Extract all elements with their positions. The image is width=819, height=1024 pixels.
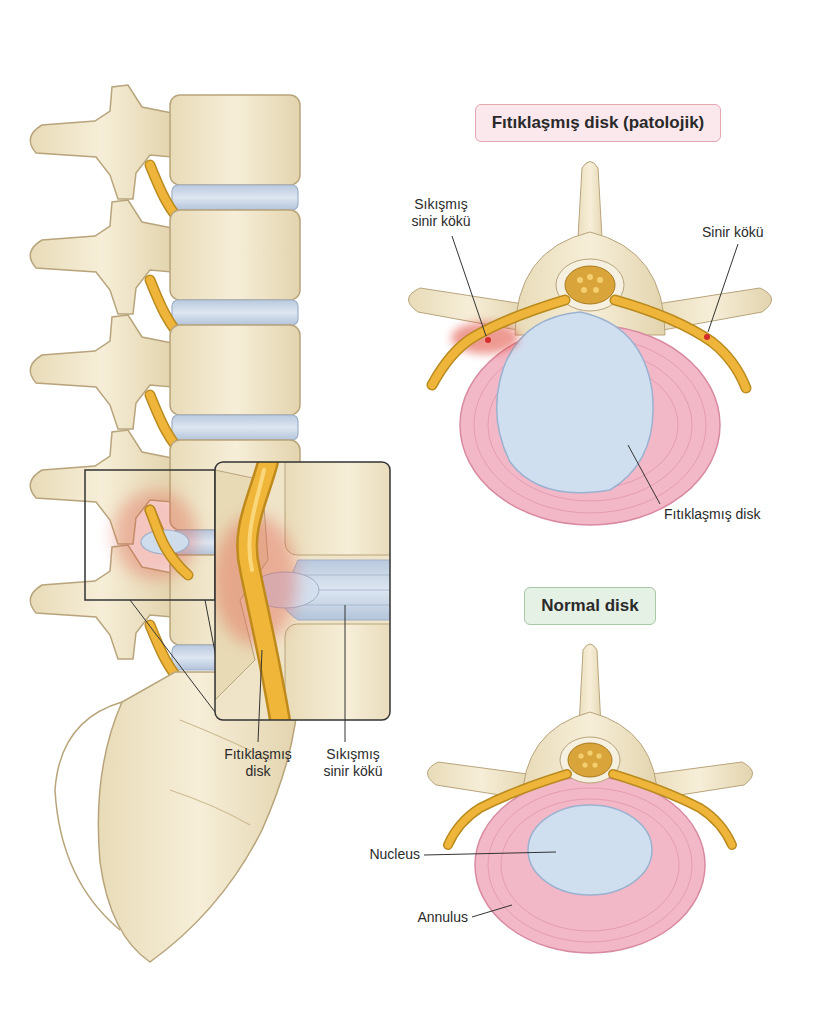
illustration-part: [596, 753, 601, 758]
illustration-part: [485, 337, 491, 343]
illustration-part: [592, 762, 597, 767]
illustration-part: [285, 462, 390, 555]
banner-title: Normal disk: [541, 596, 638, 616]
illustration-part: [247, 462, 280, 720]
illustration-part: [432, 300, 565, 385]
illustration-part: [593, 287, 599, 293]
illustration-part: [528, 805, 652, 895]
illustration-part: [704, 334, 710, 340]
illustration-part: [628, 445, 660, 504]
illustration-part: [568, 743, 612, 777]
axial-normal: [424, 644, 753, 953]
part-label: Annulus: [388, 909, 468, 926]
illustration-part: [85, 470, 215, 600]
part-label: Sinir kökü: [702, 224, 763, 241]
illustration-part: [472, 905, 512, 917]
illustration-part: [215, 462, 390, 720]
spine-lateral: [30, 85, 300, 962]
illustration-part: [30, 315, 300, 460]
illustration-part: [565, 266, 615, 304]
illustration-part: [448, 774, 567, 845]
illustration-part: [587, 274, 593, 280]
illustration-part: [613, 774, 732, 845]
illustration-part: [577, 274, 603, 293]
part-label: Fıtıklaşmış disk: [214, 746, 302, 780]
part-label: Sıkışmış sinir kökü: [402, 196, 480, 230]
illustration-part: [113, 490, 197, 580]
illustration-part: [30, 85, 300, 230]
illustration-part: [150, 510, 188, 575]
illustration-part: [345, 605, 346, 742]
illustration-part: [582, 762, 587, 767]
illustration-part: [432, 300, 565, 385]
illustration-part: [30, 200, 300, 345]
illustration-part: [247, 462, 280, 720]
illustration-part: [708, 244, 738, 332]
illustration-part: [150, 510, 188, 575]
illustration-part: [577, 277, 583, 283]
illustration-part: [578, 753, 583, 758]
inset-zoom: [213, 440, 410, 742]
illustration-part: [578, 750, 601, 767]
part-label: Sıkışmış sinir kökü: [312, 746, 394, 780]
part-label: Fıtıklaşmış disk: [664, 506, 760, 523]
illustration-part: [497, 312, 653, 493]
illustration-part: [488, 788, 692, 942]
illustration-part: [613, 774, 732, 845]
part-label: Nucleus: [340, 846, 420, 863]
illustration-part: [249, 470, 264, 570]
illustration-part: [258, 650, 262, 742]
illustration-part: [615, 300, 746, 388]
illustration-part: [452, 236, 486, 336]
illustration-part: [448, 774, 567, 845]
illustration-part: [587, 750, 592, 755]
illustration-part: [55, 702, 122, 930]
banner-box: Normal disk: [524, 587, 655, 625]
banner-title: Fıtıklaşmış disk (patolojik): [492, 113, 705, 133]
illustration-part: [424, 852, 556, 855]
illustration-part: [475, 777, 705, 953]
banner-box: Fıtıklaşmış disk (patolojik): [475, 104, 722, 142]
illustration-part: [215, 462, 390, 720]
illustration-part: [581, 287, 587, 293]
illustration-part: [597, 277, 603, 283]
illustration-part: [501, 799, 679, 931]
illustration-part: [130, 600, 215, 712]
illustration-part: [615, 300, 746, 388]
illustration-part: [285, 624, 390, 720]
